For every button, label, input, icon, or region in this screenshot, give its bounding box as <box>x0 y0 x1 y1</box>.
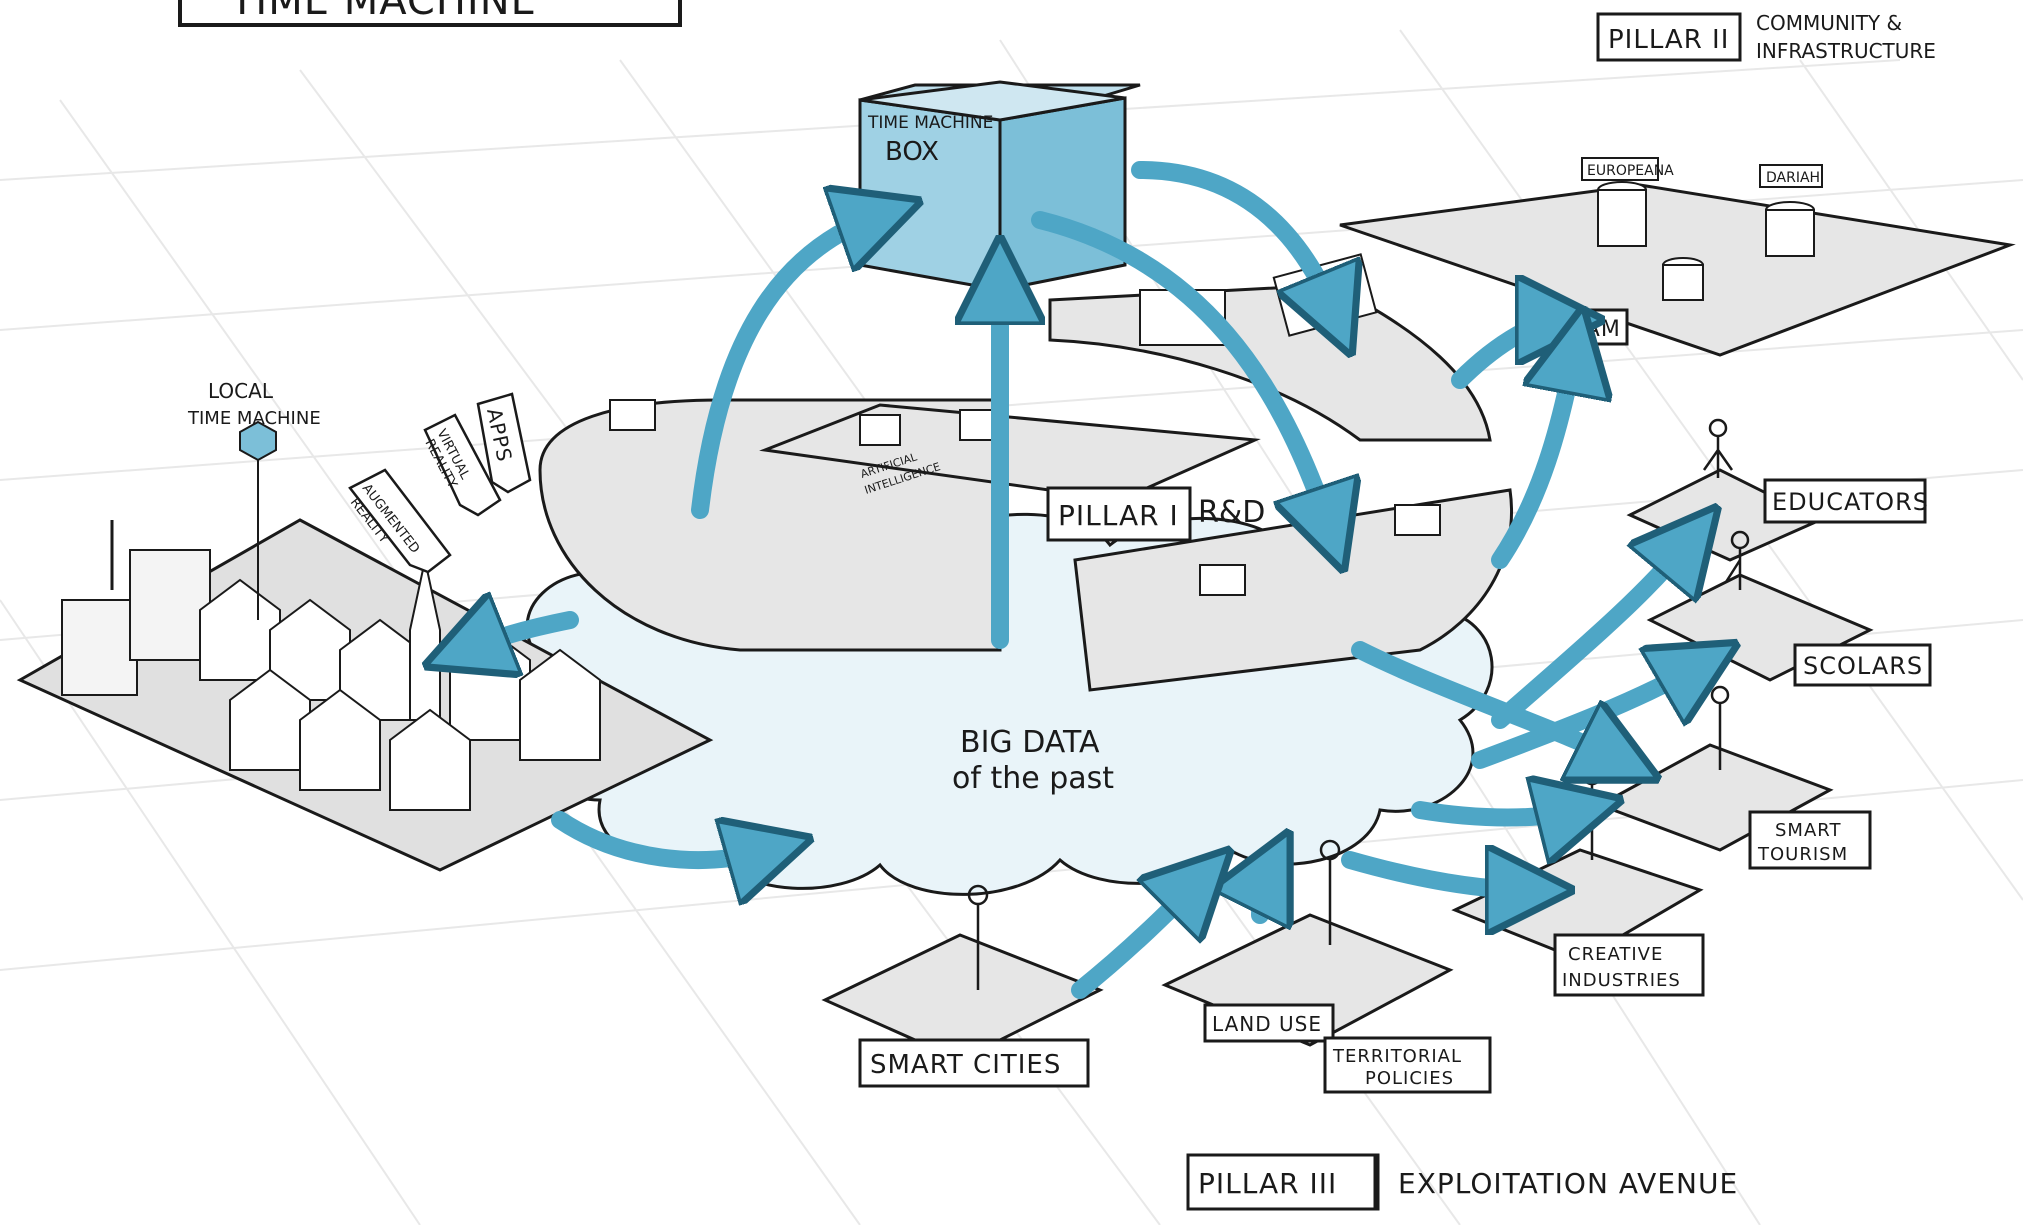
local-tm-line1: LOCAL <box>208 379 274 403</box>
local-tm-line2: TIME MACHINE <box>187 408 321 429</box>
pillar-1-header: PILLAR I R&D <box>1046 486 1265 542</box>
box-label-line1: TIME MACHINE <box>867 113 993 133</box>
local-time-machine-city: LOCAL TIME MACHINE <box>16 379 714 872</box>
smart-tourism-line2: TOURISM <box>1757 844 1848 865</box>
stakeholder-smart-tourism: SMART TOURISM <box>1596 743 1872 870</box>
scolars-label: SCOLARS <box>1803 652 1923 680</box>
pillar-3-label: PILLAR III <box>1198 1167 1337 1200</box>
europeana-label: EUROPEANA <box>1587 163 1674 179</box>
pillar-2-label: PILLAR II <box>1608 25 1729 55</box>
stakeholder-smart-cities: SMART CITIES <box>821 933 1104 1088</box>
pillar-2-header: PILLAR II COMMUNITY & INFRASTRUCTURE <box>1596 11 1936 63</box>
smart-cities-label: SMART CITIES <box>870 1050 1061 1080</box>
tag-apps: APPS <box>476 392 532 494</box>
territorial-line2: POLICIES <box>1365 1068 1454 1089</box>
pillar-1-label: PILLAR I <box>1058 499 1179 532</box>
box-label-line2: BOX <box>885 137 939 167</box>
stakeholder-territorial-policies: TERRITORIAL POLICIES <box>1323 1036 1492 1094</box>
stakeholder-educators: EDUCATORS <box>1626 468 1929 562</box>
educators-label: EDUCATORS <box>1772 488 1929 516</box>
smart-tourism-line1: SMART <box>1775 820 1841 841</box>
flow-arrows <box>465 161 1700 999</box>
creative-line2: INDUSTRIES <box>1562 970 1681 991</box>
big-data-line2: of the past <box>952 761 1114 796</box>
pillar-2-title-line2: INFRASTRUCTURE <box>1756 39 1936 63</box>
pillar-1-title: R&D <box>1198 495 1265 530</box>
land-use-label: LAND USE <box>1212 1012 1322 1036</box>
top-left-title-frame: TIME MACHINE <box>178 0 682 27</box>
creative-line1: CREATIVE <box>1568 944 1663 965</box>
top-left-title: TIME MACHINE <box>229 0 537 24</box>
rnd-platforms: DIGITALIZING ARTIFICIAL INTELLIGENCE <box>538 253 1513 692</box>
dariah-label: DARIAH <box>1766 170 1820 186</box>
pillar-2-title-line1: COMMUNITY & <box>1756 11 1902 35</box>
pillar-3-title: EXPLOITATION AVENUE <box>1398 1167 1738 1200</box>
time-machine-box: TIME MACHINE BOX <box>858 80 1141 292</box>
big-data-line1: BIG DATA <box>960 725 1100 760</box>
territorial-line1: TERRITORIAL <box>1332 1046 1462 1067</box>
stakeholder-creative-industries: CREATIVE INDUSTRIES <box>1451 848 1705 997</box>
pillar-3-header: PILLAR III EXPLOITATION AVENUE <box>1186 1153 1738 1211</box>
stakeholder-land-use: LAND USE <box>1161 913 1454 1047</box>
